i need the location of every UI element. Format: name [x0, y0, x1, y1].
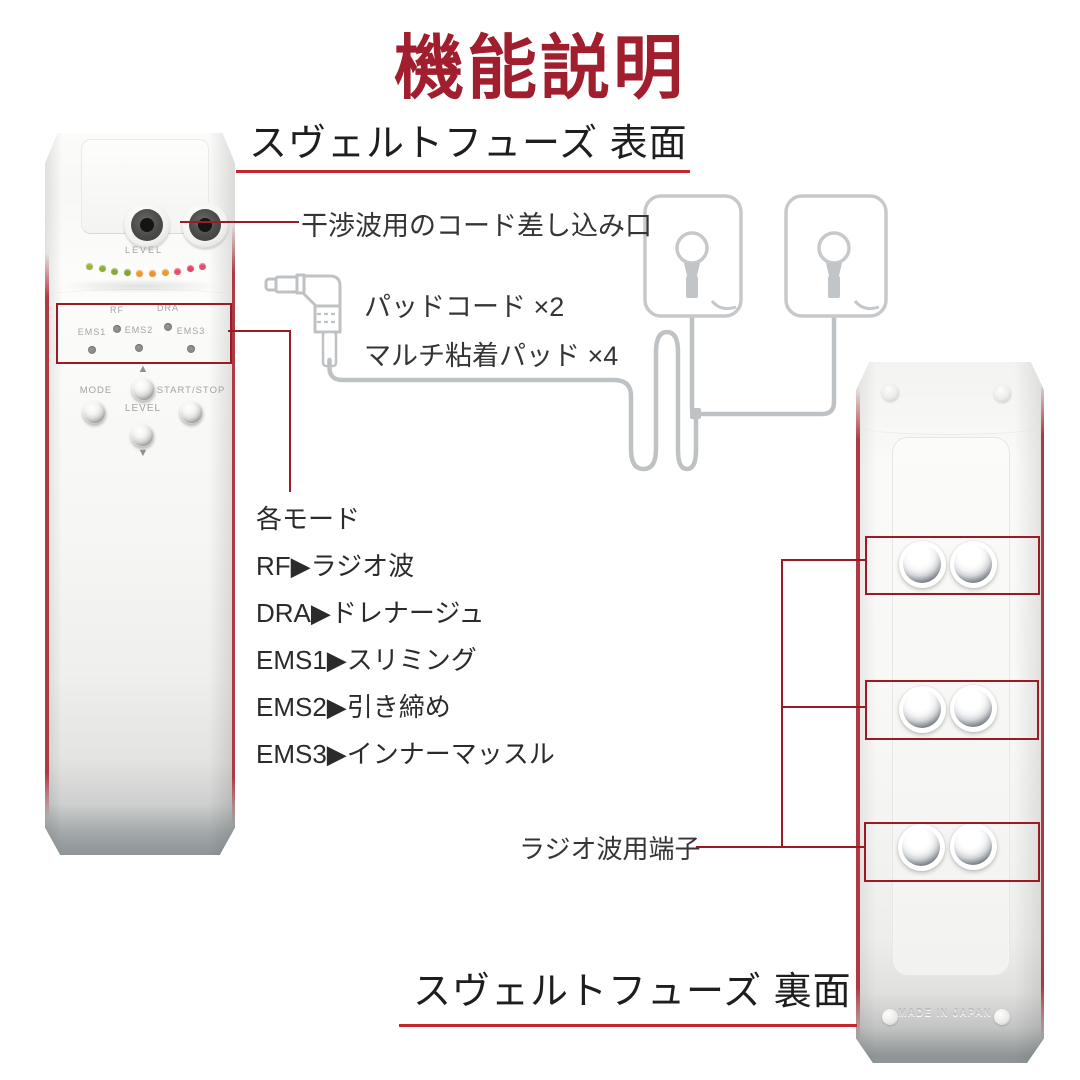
front-view-heading: スヴェルトフューズ 表面: [249, 123, 688, 165]
electrode-metal: [954, 545, 992, 583]
front-device: LEVEL RF DRA EMS1 EMS2 EMS3 ▲ MODE START…: [45, 133, 235, 855]
mode-button[interactable]: [82, 400, 106, 424]
jack-callout-line: [180, 221, 299, 224]
level-led: [174, 267, 182, 275]
back-bottom-bump-left: [881, 1008, 898, 1025]
start-stop-button-label: START/STOP: [156, 385, 226, 396]
electrode-metal: [902, 828, 940, 866]
level-led: [111, 267, 119, 275]
page-title: 機能説明: [394, 29, 686, 107]
mode-legend: 各モード RF▶ラジオ波 DRA▶ドレナージュ EMS1▶スリミング EMS2▶…: [256, 496, 555, 778]
mode-legend-item: DRA▶ドレナージュ: [256, 598, 485, 628]
terminal-callout-line: [696, 846, 866, 849]
start-stop-button[interactable]: [179, 400, 203, 424]
electrode-metal: [903, 690, 941, 728]
mode-indicator-label-ems1: EMS1: [77, 327, 107, 337]
cord-jack-hole: [140, 218, 154, 232]
mode-indicator-label-ems3: EMS3: [176, 326, 206, 336]
back-device-red-trim-left: [856, 388, 860, 1040]
rf-electrode: [898, 540, 946, 588]
level-led: [186, 265, 194, 273]
back-device: MADE IN JAPAN: [856, 362, 1044, 1063]
level-led: [149, 270, 156, 278]
mode-legend-item: EMS3▶インナーマッスル: [256, 739, 555, 769]
multi-adhesive-pad-label: マルチ粘着パッド ×4: [364, 341, 619, 371]
mode-indicator-led-ems2: [135, 344, 143, 352]
electrode-metal: [954, 689, 992, 727]
mode-indicator-label-dra: DRA: [156, 303, 180, 313]
mode-indicator-highlight-box: [56, 303, 232, 364]
mode-legend-item: RF▶ラジオ波: [256, 551, 415, 581]
jack-callout-label: 干渉波用のコード差し込み口: [301, 211, 652, 241]
back-device-red-trim-right: [1040, 382, 1044, 1040]
back-bottom-bump-right: [993, 1008, 1010, 1025]
rf-electrode: [949, 540, 997, 588]
adhesive-pad-left: [643, 194, 743, 318]
mode-legend-item: EMS1▶スリミング: [256, 645, 477, 675]
electrode-highlight-box-3: [864, 822, 1040, 882]
level-up-arrow-icon: ▲: [137, 363, 149, 375]
level-led: [123, 269, 131, 277]
electrode-highlight-box-2: [865, 680, 1039, 740]
back-view-heading: スヴェルトフューズ 裏面: [413, 971, 852, 1013]
rf-electrode: [897, 823, 945, 871]
front-device-red-trim-left: [45, 253, 49, 818]
cord-right-pad-branch: [697, 295, 837, 417]
level-up-button[interactable]: [131, 377, 155, 401]
mode-button-label: MODE: [79, 385, 113, 396]
radio-wave-terminal-label: ラジオ波用端子: [519, 834, 701, 864]
level-down-arrow-icon: ▼: [137, 447, 149, 459]
front-heading-underline: [236, 170, 690, 173]
made-in-japan-embossed-text: MADE IN JAPAN: [898, 1008, 992, 1019]
cord-jack-ring: [131, 209, 163, 241]
electrode-callout-line-h2: [783, 706, 866, 709]
level-led: [136, 270, 144, 278]
plug-icon: [264, 273, 342, 368]
back-top-bump-left: [881, 383, 899, 401]
front-device-red-trim-right: [231, 225, 235, 825]
mode-callout-line-h: [228, 330, 291, 333]
electrode-metal: [954, 827, 992, 865]
pad-cord-label: パッドコード ×2: [364, 292, 565, 322]
level-indicator-label: LEVEL: [124, 245, 164, 255]
back-heading-underline: [399, 1024, 857, 1027]
level-button-label: LEVEL: [124, 403, 162, 414]
cord-jack-right: [182, 202, 228, 248]
level-down-button[interactable]: [130, 423, 154, 447]
level-led: [161, 269, 169, 277]
rf-electrode: [949, 822, 997, 870]
level-led: [199, 263, 207, 270]
level-led: [86, 263, 93, 270]
rf-electrode: [898, 685, 946, 733]
mode-indicator-led-dra: [164, 323, 172, 331]
rf-electrode: [949, 684, 997, 732]
mode-indicator-label-ems2: EMS2: [124, 325, 154, 335]
back-top-bump-right: [993, 384, 1011, 402]
mode-indicator-led-ems3: [187, 345, 195, 353]
mode-indicator-label-rf: RF: [110, 305, 124, 315]
plug-tip: [264, 277, 280, 292]
mode-indicator-led-rf: [113, 325, 121, 333]
level-led-row: [86, 263, 208, 278]
cord-junction: [690, 408, 701, 419]
mode-legend-heading: 各モード: [256, 504, 361, 534]
mode-indicator-led-ems1: [88, 346, 96, 354]
level-led: [98, 265, 106, 273]
mode-callout-line-v: [289, 330, 292, 492]
adhesive-pad-right: [784, 194, 888, 318]
cord-jack-ring: [189, 209, 221, 241]
mode-legend-item: EMS2▶引き締め: [256, 692, 451, 722]
electrode-callout-line-h1: [783, 559, 866, 562]
electrode-callout-line-v: [781, 559, 784, 848]
electrode-metal: [903, 545, 941, 583]
cord-jack-panel: [81, 139, 228, 248]
back-head-seam: [862, 420, 1038, 435]
cord-jack-left: [124, 202, 170, 248]
head-seam: [49, 289, 231, 302]
electrode-highlight-box-1: [865, 536, 1040, 595]
